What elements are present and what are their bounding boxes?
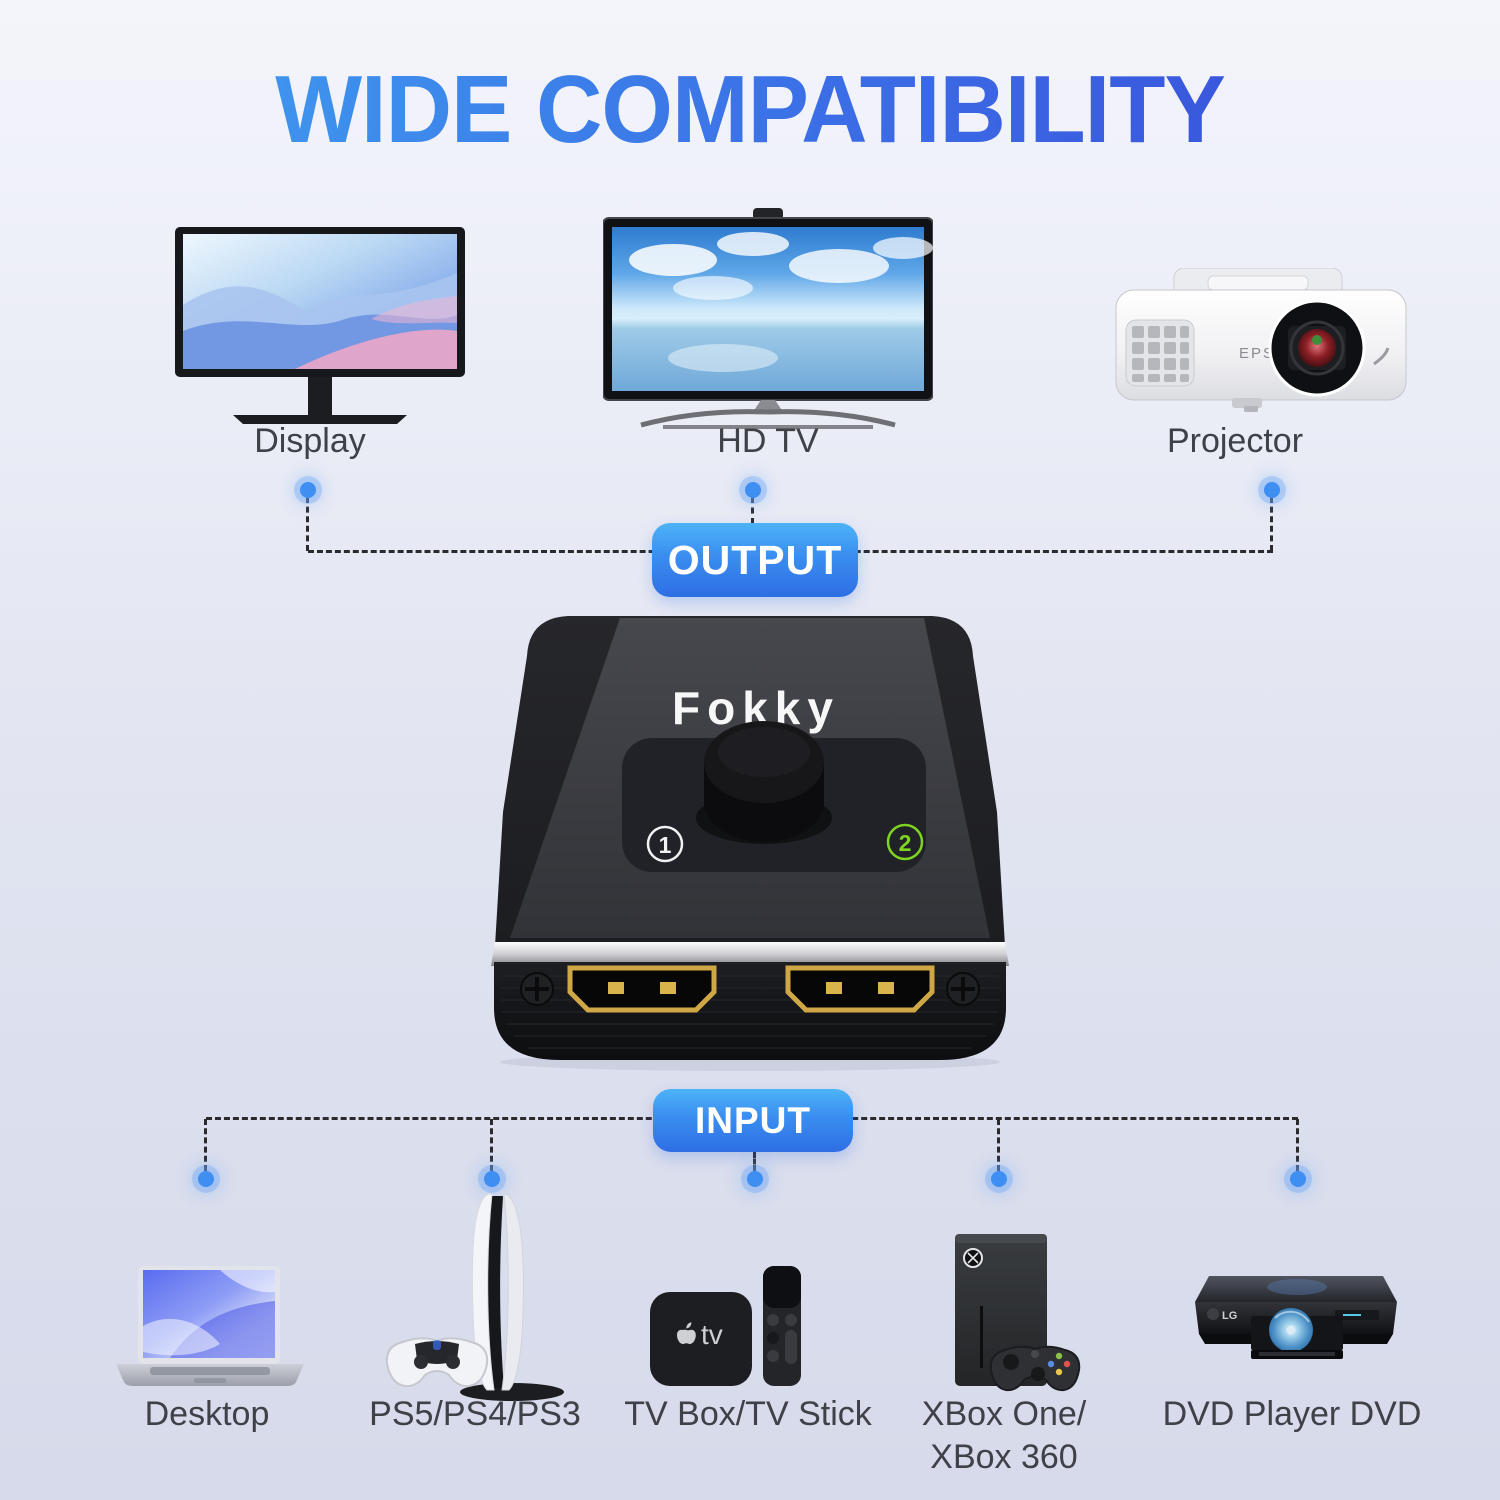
hdmi-port-2[interactable] bbox=[785, 965, 935, 1013]
dvd-brand-text: LG bbox=[1222, 1310, 1237, 1322]
input-node-xbox bbox=[991, 1171, 1007, 1187]
input-node-dvd bbox=[1290, 1171, 1306, 1187]
port1-indicator: 1 bbox=[646, 825, 684, 863]
tvbox-logo-text: tv bbox=[701, 1319, 723, 1350]
page-title: WIDE COMPATIBILITY bbox=[0, 56, 1500, 165]
hdmi-switch-illustration: Fokky 1 2 bbox=[491, 616, 1009, 1071]
tv-illustration bbox=[603, 208, 933, 429]
tvbox-remote bbox=[763, 1266, 801, 1386]
switch-toggle-button[interactable] bbox=[696, 721, 832, 844]
dvd-top-face bbox=[1195, 1276, 1397, 1302]
output-device-label-display: Display bbox=[254, 422, 366, 460]
ps5-illustration bbox=[385, 1193, 564, 1401]
port2-indicator: 2 bbox=[886, 823, 924, 861]
dvd-illustration: LG bbox=[1195, 1276, 1397, 1359]
output-badge: OUTPUT bbox=[652, 523, 858, 597]
apple-logo-icon bbox=[677, 1322, 696, 1344]
projector-illustration: EPSON bbox=[1115, 268, 1407, 412]
svg-text:1: 1 bbox=[659, 832, 672, 858]
input-device-label-ps5: PS5/PS4/PS3 bbox=[369, 1395, 581, 1433]
input-badge: INPUT bbox=[653, 1089, 853, 1152]
switch-silver-edge bbox=[491, 942, 1009, 966]
ps5-controller bbox=[385, 1337, 489, 1388]
input-drop-tvbox bbox=[753, 1152, 756, 1171]
output-node-projector bbox=[1264, 482, 1280, 498]
input-drop-dvd bbox=[1296, 1119, 1299, 1171]
tvbox-body bbox=[650, 1292, 752, 1386]
input-drop-xbox bbox=[997, 1119, 1000, 1171]
input-node-tvbox bbox=[747, 1171, 763, 1187]
xbox-controller bbox=[989, 1345, 1081, 1392]
tvbox-illustration: tv bbox=[650, 1266, 801, 1386]
monitor-stand bbox=[308, 377, 332, 415]
output-drop-hdtv bbox=[751, 497, 754, 524]
monitor-base bbox=[233, 415, 407, 424]
output-drop-projector bbox=[1270, 497, 1273, 551]
screw-right-icon bbox=[946, 972, 980, 1006]
input-node-desktop bbox=[198, 1171, 214, 1187]
output-node-display bbox=[300, 482, 316, 498]
dvd-tray bbox=[1251, 1308, 1343, 1359]
input-drop-ps5 bbox=[490, 1119, 493, 1171]
output-drop-display bbox=[306, 497, 309, 551]
input-device-label-dvd: DVD Player DVD bbox=[1162, 1395, 1422, 1433]
input-device-label-xbox: XBox One/ XBox 360 bbox=[921, 1395, 1087, 1476]
laptop-illustration bbox=[116, 1266, 304, 1386]
tv-stand-neck bbox=[753, 400, 783, 412]
input-device-label-tvbox: TV Box/TV Stick bbox=[624, 1395, 872, 1433]
projector-lens bbox=[1268, 299, 1366, 397]
svg-text:2: 2 bbox=[899, 830, 912, 856]
monitor-illustration bbox=[175, 227, 465, 424]
xbox-logo-icon bbox=[963, 1248, 983, 1268]
xbox-illustration bbox=[955, 1234, 1081, 1392]
hdmi-port-1[interactable] bbox=[567, 965, 717, 1013]
input-drop-desktop bbox=[204, 1119, 207, 1171]
projector-grille bbox=[1125, 319, 1195, 387]
input-device-label-desktop: Desktop bbox=[144, 1395, 270, 1433]
output-device-label-projector: Projector bbox=[1166, 422, 1304, 460]
input-node-ps5 bbox=[484, 1171, 500, 1187]
screw-left-icon bbox=[520, 972, 554, 1006]
output-node-hdtv bbox=[745, 482, 761, 498]
output-device-label-hdtv: HD TV bbox=[717, 422, 819, 460]
laptop-keyboard bbox=[150, 1367, 270, 1375]
